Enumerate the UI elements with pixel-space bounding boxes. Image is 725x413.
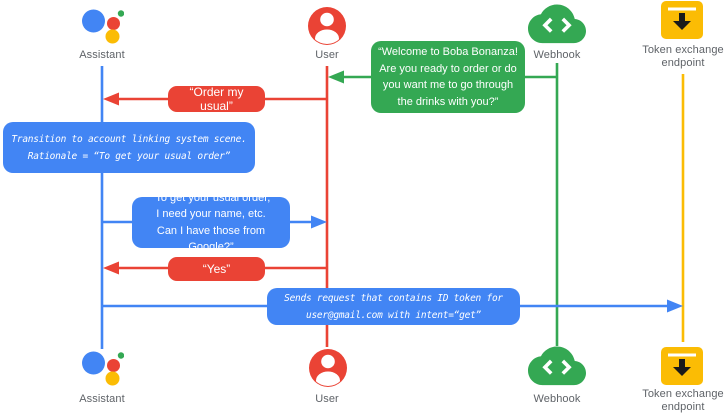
message-welcome: “Welcome to Boba Bonanza! Are you ready … [371, 41, 525, 113]
assistant-icon [82, 351, 124, 386]
assistant-label: Assistant [79, 393, 125, 405]
user-label: User [315, 49, 339, 61]
message-order-usual: “Order my usual” [168, 85, 265, 113]
webhook-label: Webhook [533, 393, 581, 405]
user-icon [308, 7, 346, 45]
message-transition-note: Transition to account linking system sce… [3, 122, 255, 173]
webhook-icon [528, 346, 586, 386]
assistant-label: Assistant [79, 49, 125, 61]
message-yes: “Yes” [168, 257, 265, 281]
message-ask-permission: “To get your usual order, I need your na… [132, 192, 290, 253]
token-endpoint-icon [661, 1, 703, 39]
message-send-request: Sends request that contains ID token for… [267, 288, 520, 325]
token-endpoint-label: Token exchange endpoint [642, 388, 724, 413]
webhook-icon [528, 4, 586, 44]
user-label: User [315, 393, 339, 405]
user-icon [309, 349, 347, 387]
assistant-icon [82, 9, 124, 44]
token-endpoint-icon [661, 347, 703, 385]
token-endpoint-label: Token exchange endpoint [642, 44, 724, 69]
webhook-label: Webhook [533, 49, 581, 61]
